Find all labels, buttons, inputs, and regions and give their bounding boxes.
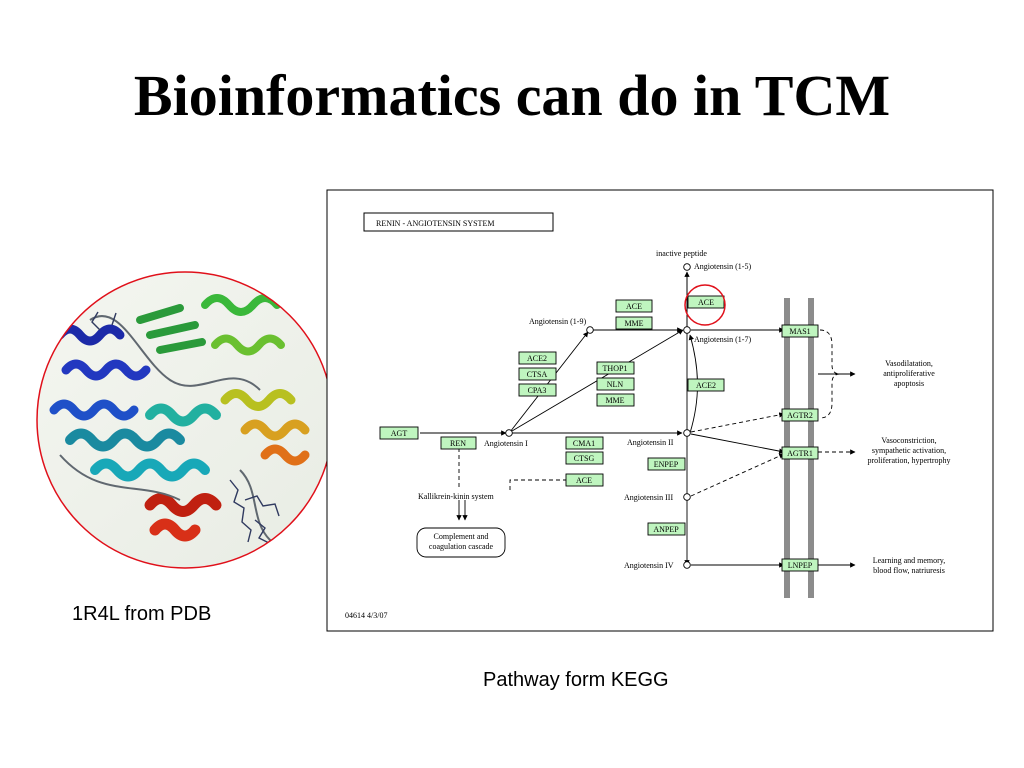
label-angiotensin-3: Angiotensin III [624, 493, 673, 502]
label-angiotensin-1-9: Angiotensin (1-9) [529, 317, 586, 326]
svg-text:ACE: ACE [698, 298, 714, 307]
gene-mas1: MAS1 [781, 324, 819, 338]
label-kallikrein-kinin: Kallikrein-kinin system [418, 492, 495, 501]
svg-text:MAS1: MAS1 [789, 327, 810, 336]
gene-mme-mid: MME [596, 393, 635, 407]
svg-text:AGTR1: AGTR1 [787, 449, 813, 458]
svg-text:REN: REN [450, 439, 466, 448]
svg-text:CTSA: CTSA [527, 370, 548, 379]
highlight-circle-ace [684, 284, 726, 326]
svg-text:LNPEP: LNPEP [788, 561, 813, 570]
gene-ace-highlight: ACE [687, 295, 725, 309]
outcome-vasodilatation-2: antiproliferative [883, 369, 935, 378]
gene-ace2-b: ACE2 [687, 378, 725, 392]
label-inactive-peptide: inactive peptide [656, 249, 707, 258]
svg-text:AGTR2: AGTR2 [787, 411, 813, 420]
svg-text:MME: MME [605, 396, 624, 405]
svg-text:ANPEP: ANPEP [653, 525, 679, 534]
gene-agtr1: AGTR1 [781, 446, 819, 460]
svg-text:CTSG: CTSG [574, 454, 595, 463]
outcome-vasoconstriction-3: proliferation, hypertrophy [867, 456, 950, 465]
gene-enpep: ENPEP [647, 457, 686, 471]
gene-ctsg: CTSG [565, 451, 604, 465]
svg-text:ACE: ACE [626, 302, 642, 311]
label-complement-1: Complement and [434, 532, 489, 541]
svg-text:AGT: AGT [391, 429, 408, 438]
gene-anpep: ANPEP [647, 522, 686, 536]
pathway-footer: 04614 4/3/07 [345, 611, 387, 620]
gene-cpa3: CPA3 [518, 383, 557, 397]
gene-mme-top: MME [615, 316, 653, 330]
gene-ace-top: ACE [615, 299, 653, 313]
pathway-caption: Pathway form KEGG [483, 669, 669, 691]
label-angiotensin-1-7: Angiotensin (1-7) [694, 335, 751, 344]
svg-text:ENPEP: ENPEP [654, 460, 679, 469]
pathway-title: RENIN - ANGIOTENSIN SYSTEM [376, 219, 494, 228]
label-complement-2: coagulation cascade [429, 542, 494, 551]
svg-text:ACE2: ACE2 [696, 381, 716, 390]
outcome-learning-1: Learning and memory, [873, 556, 946, 565]
label-angiotensin-1-5: Angiotensin (1-5) [694, 262, 751, 271]
svg-text:CMA1: CMA1 [573, 439, 595, 448]
gene-cma1: CMA1 [565, 436, 604, 450]
gene-lnpep: LNPEP [781, 558, 819, 572]
outcome-vasodilatation-3: apoptosis [894, 379, 924, 388]
gene-ctsa: CTSA [518, 367, 557, 381]
gene-thop1: THOP1 [596, 361, 635, 375]
outcome-vasoconstriction-2: sympathetic activation, [872, 446, 946, 455]
protein-structure-image [36, 271, 334, 569]
outcome-vasodilatation-1: Vasodilatation, [885, 359, 933, 368]
label-angiotensin-1: Angiotensin I [484, 439, 528, 448]
gene-ren: REN [440, 436, 477, 450]
svg-text:THOP1: THOP1 [603, 364, 628, 373]
svg-text:NLN: NLN [607, 380, 624, 389]
label-angiotensin-4: Angiotensin IV [624, 561, 674, 570]
pathway-diagram: RENIN - ANGIOTENSIN SYSTEM [326, 189, 994, 632]
svg-text:ACE: ACE [576, 476, 592, 485]
svg-text:CPA3: CPA3 [528, 386, 547, 395]
label-angiotensin-2: Angiotensin II [627, 438, 674, 447]
svg-text:MME: MME [624, 319, 643, 328]
gene-nln: NLN [596, 377, 635, 391]
slide-title: Bioinformatics can do in TCM [133, 63, 891, 128]
protein-caption: 1R4L from PDB [72, 603, 212, 625]
outcome-learning-2: blood flow, natriuresis [873, 566, 945, 575]
outcome-vasoconstriction-1: Vasoconstriction, [881, 436, 936, 445]
svg-text:ACE2: ACE2 [527, 354, 547, 363]
gene-ace-low: ACE [565, 473, 604, 487]
gene-agt: AGT [379, 426, 419, 440]
gene-ace2-a: ACE2 [518, 351, 557, 365]
gene-agtr2: AGTR2 [781, 408, 819, 422]
